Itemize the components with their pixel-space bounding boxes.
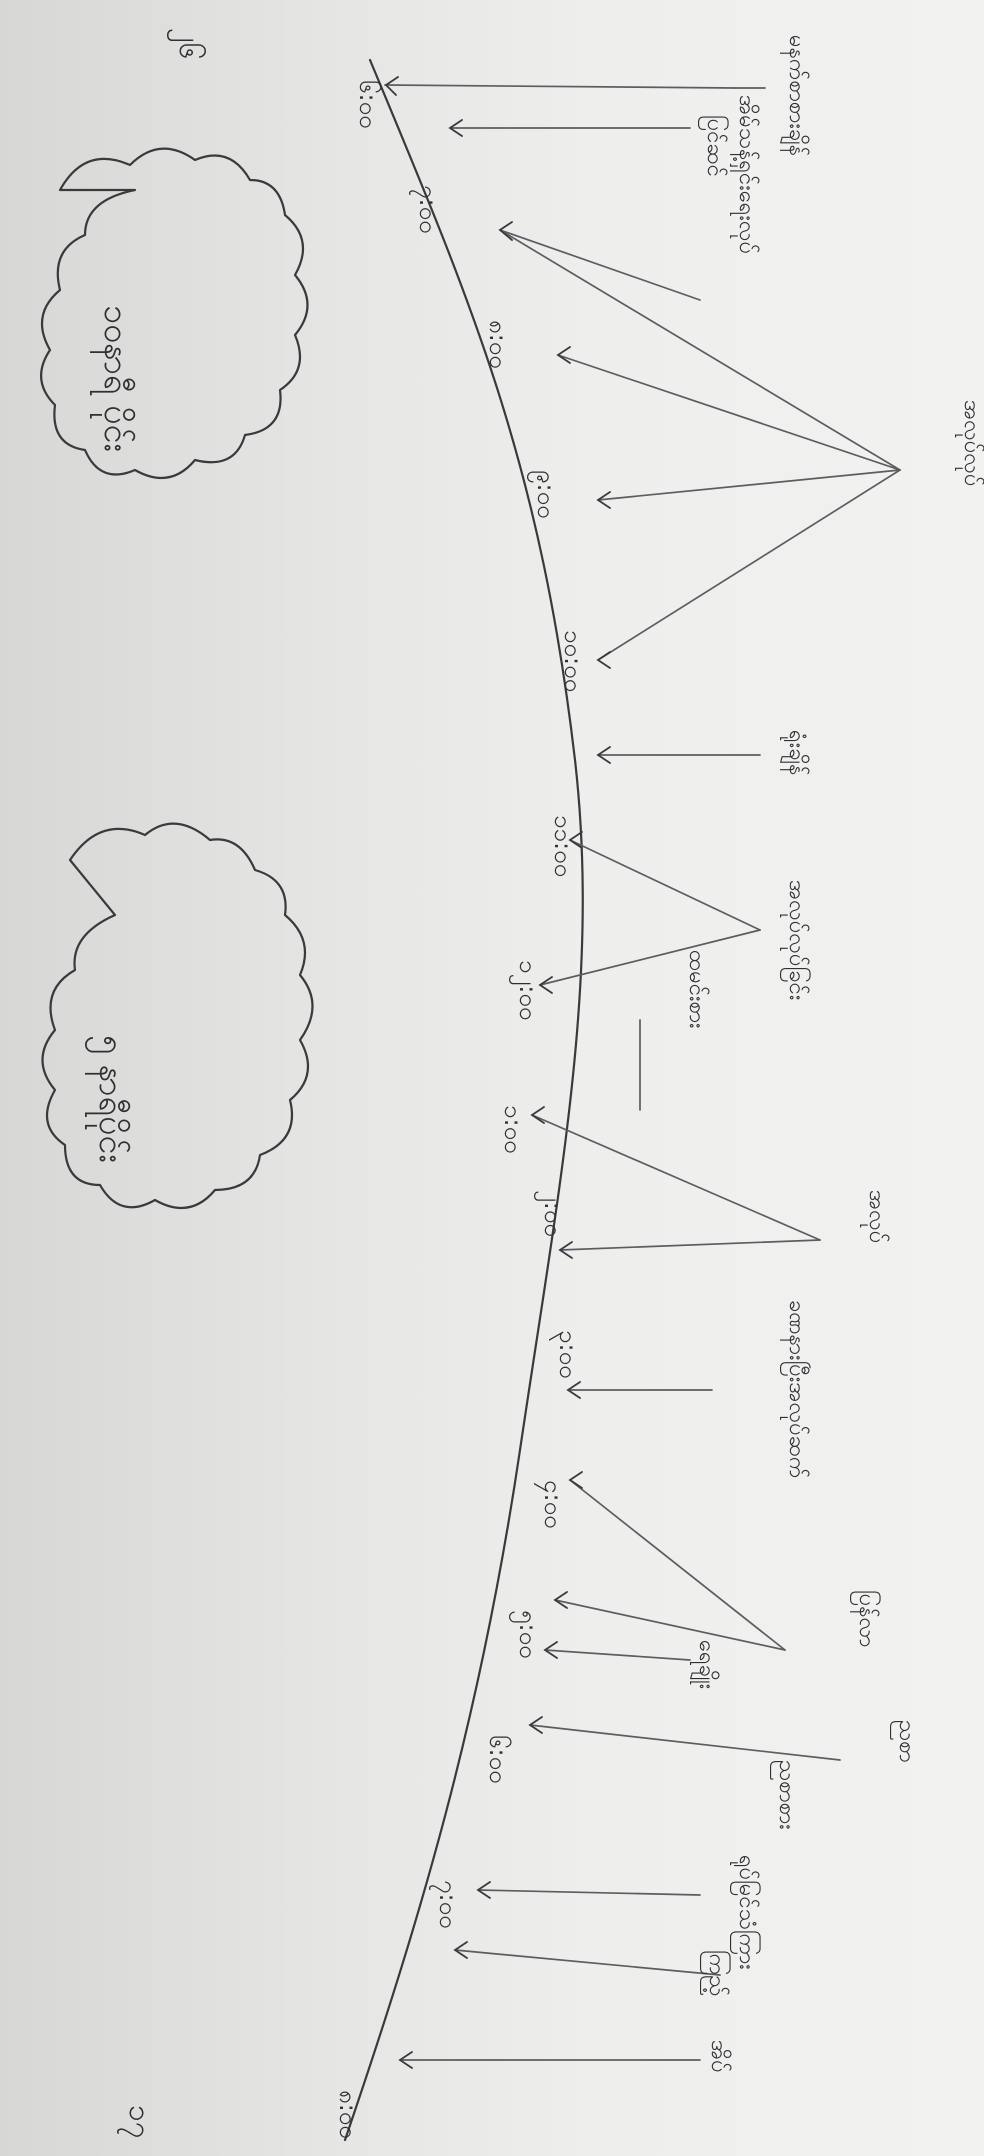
time-label: ၆:၀၀ (354, 80, 383, 129)
corner-mark-bottom: ၁၇ (116, 2105, 157, 2139)
activity-label: အိပ် (706, 2040, 732, 2073)
timeline-curve (343, 58, 584, 2142)
activity-label: ညစာ (890, 1720, 919, 1763)
arrowheads (384, 76, 611, 2069)
activity-label: အလုပ် (860, 1190, 890, 1243)
cloud-label: ၅ နာရီပိုင်း (85, 1035, 131, 1163)
activity-label: ပြင်ဆင် (698, 115, 729, 177)
time-label: ၁၂:၀၀ (509, 960, 542, 1020)
activity-label: ညစာစား (770, 1760, 799, 1830)
time-label: ၈:၀၀ (484, 320, 512, 369)
activity-label: အလုပ်လုပ် (955, 400, 984, 487)
activity-label: ရုပ်မြင်သံကြား (730, 1855, 761, 1970)
time-label: ၈:၀၀ (334, 2090, 362, 2139)
cloud-morning: ၁၀နာရီ ပိုင်း (40, 147, 309, 480)
activity-label: ပြန်လာ (850, 1590, 881, 1647)
time-label: ၁၀:၀၀ (559, 630, 587, 692)
time-label: ၇:၀၀ (429, 1880, 462, 1929)
time-label: ၉:၀၀ (527, 470, 560, 519)
activity-label: ထမင်းစား (684, 950, 710, 1029)
time-label: ၆:၀၀ (484, 1735, 513, 1784)
activity-label: ကြည့် (700, 1950, 731, 1997)
time-label: ၄:၀၀ (534, 1480, 567, 1529)
cloud-label: ၁၀နာရီ ပိုင်း (90, 305, 136, 452)
corner-mark-top: ၂၆ (166, 28, 208, 60)
time-label: ၂:၀၀ (534, 1190, 567, 1237)
cloud-afternoon: ၅ နာရီပိုင်း (41, 822, 314, 1210)
time-labels: ၆:၀၀ ၇:၀၀ ၈:၀၀ ၉:၀၀ ၁၀:၀၀ ၁၁:၀၀ ၁၂:၀၀ ၁:… (334, 80, 587, 2139)
time-label: ၃:၀၀ (549, 1330, 582, 1379)
activity-label: မနက်စာစားချိန် (780, 35, 810, 156)
activity-labels: မနက်စာစားချိန် အိမ်သန့်ရှင်းရေးလုပ် ပြင်… (684, 35, 984, 2073)
time-label: ၁၁:၀၀ (549, 815, 577, 877)
activity-label: အိမ်သန့်ရှင်းရေးလုပ် (729, 95, 760, 254)
activity-label: ခဏနားပြီးအလုပ်ဆက် (780, 1300, 811, 1479)
time-label: ၅:၀၀ (509, 1610, 542, 1659)
activity-label: ရုံးချိန် (780, 730, 810, 775)
activity-label: ရေချိုး (689, 1640, 720, 1689)
time-label: ၇:၀၀ (409, 185, 442, 234)
time-label: ၁:၀၀ (499, 1105, 527, 1154)
activity-label: အလုပ်လုပ်ခြင်း (780, 880, 811, 1000)
pointer-lines (384, 84, 901, 2061)
